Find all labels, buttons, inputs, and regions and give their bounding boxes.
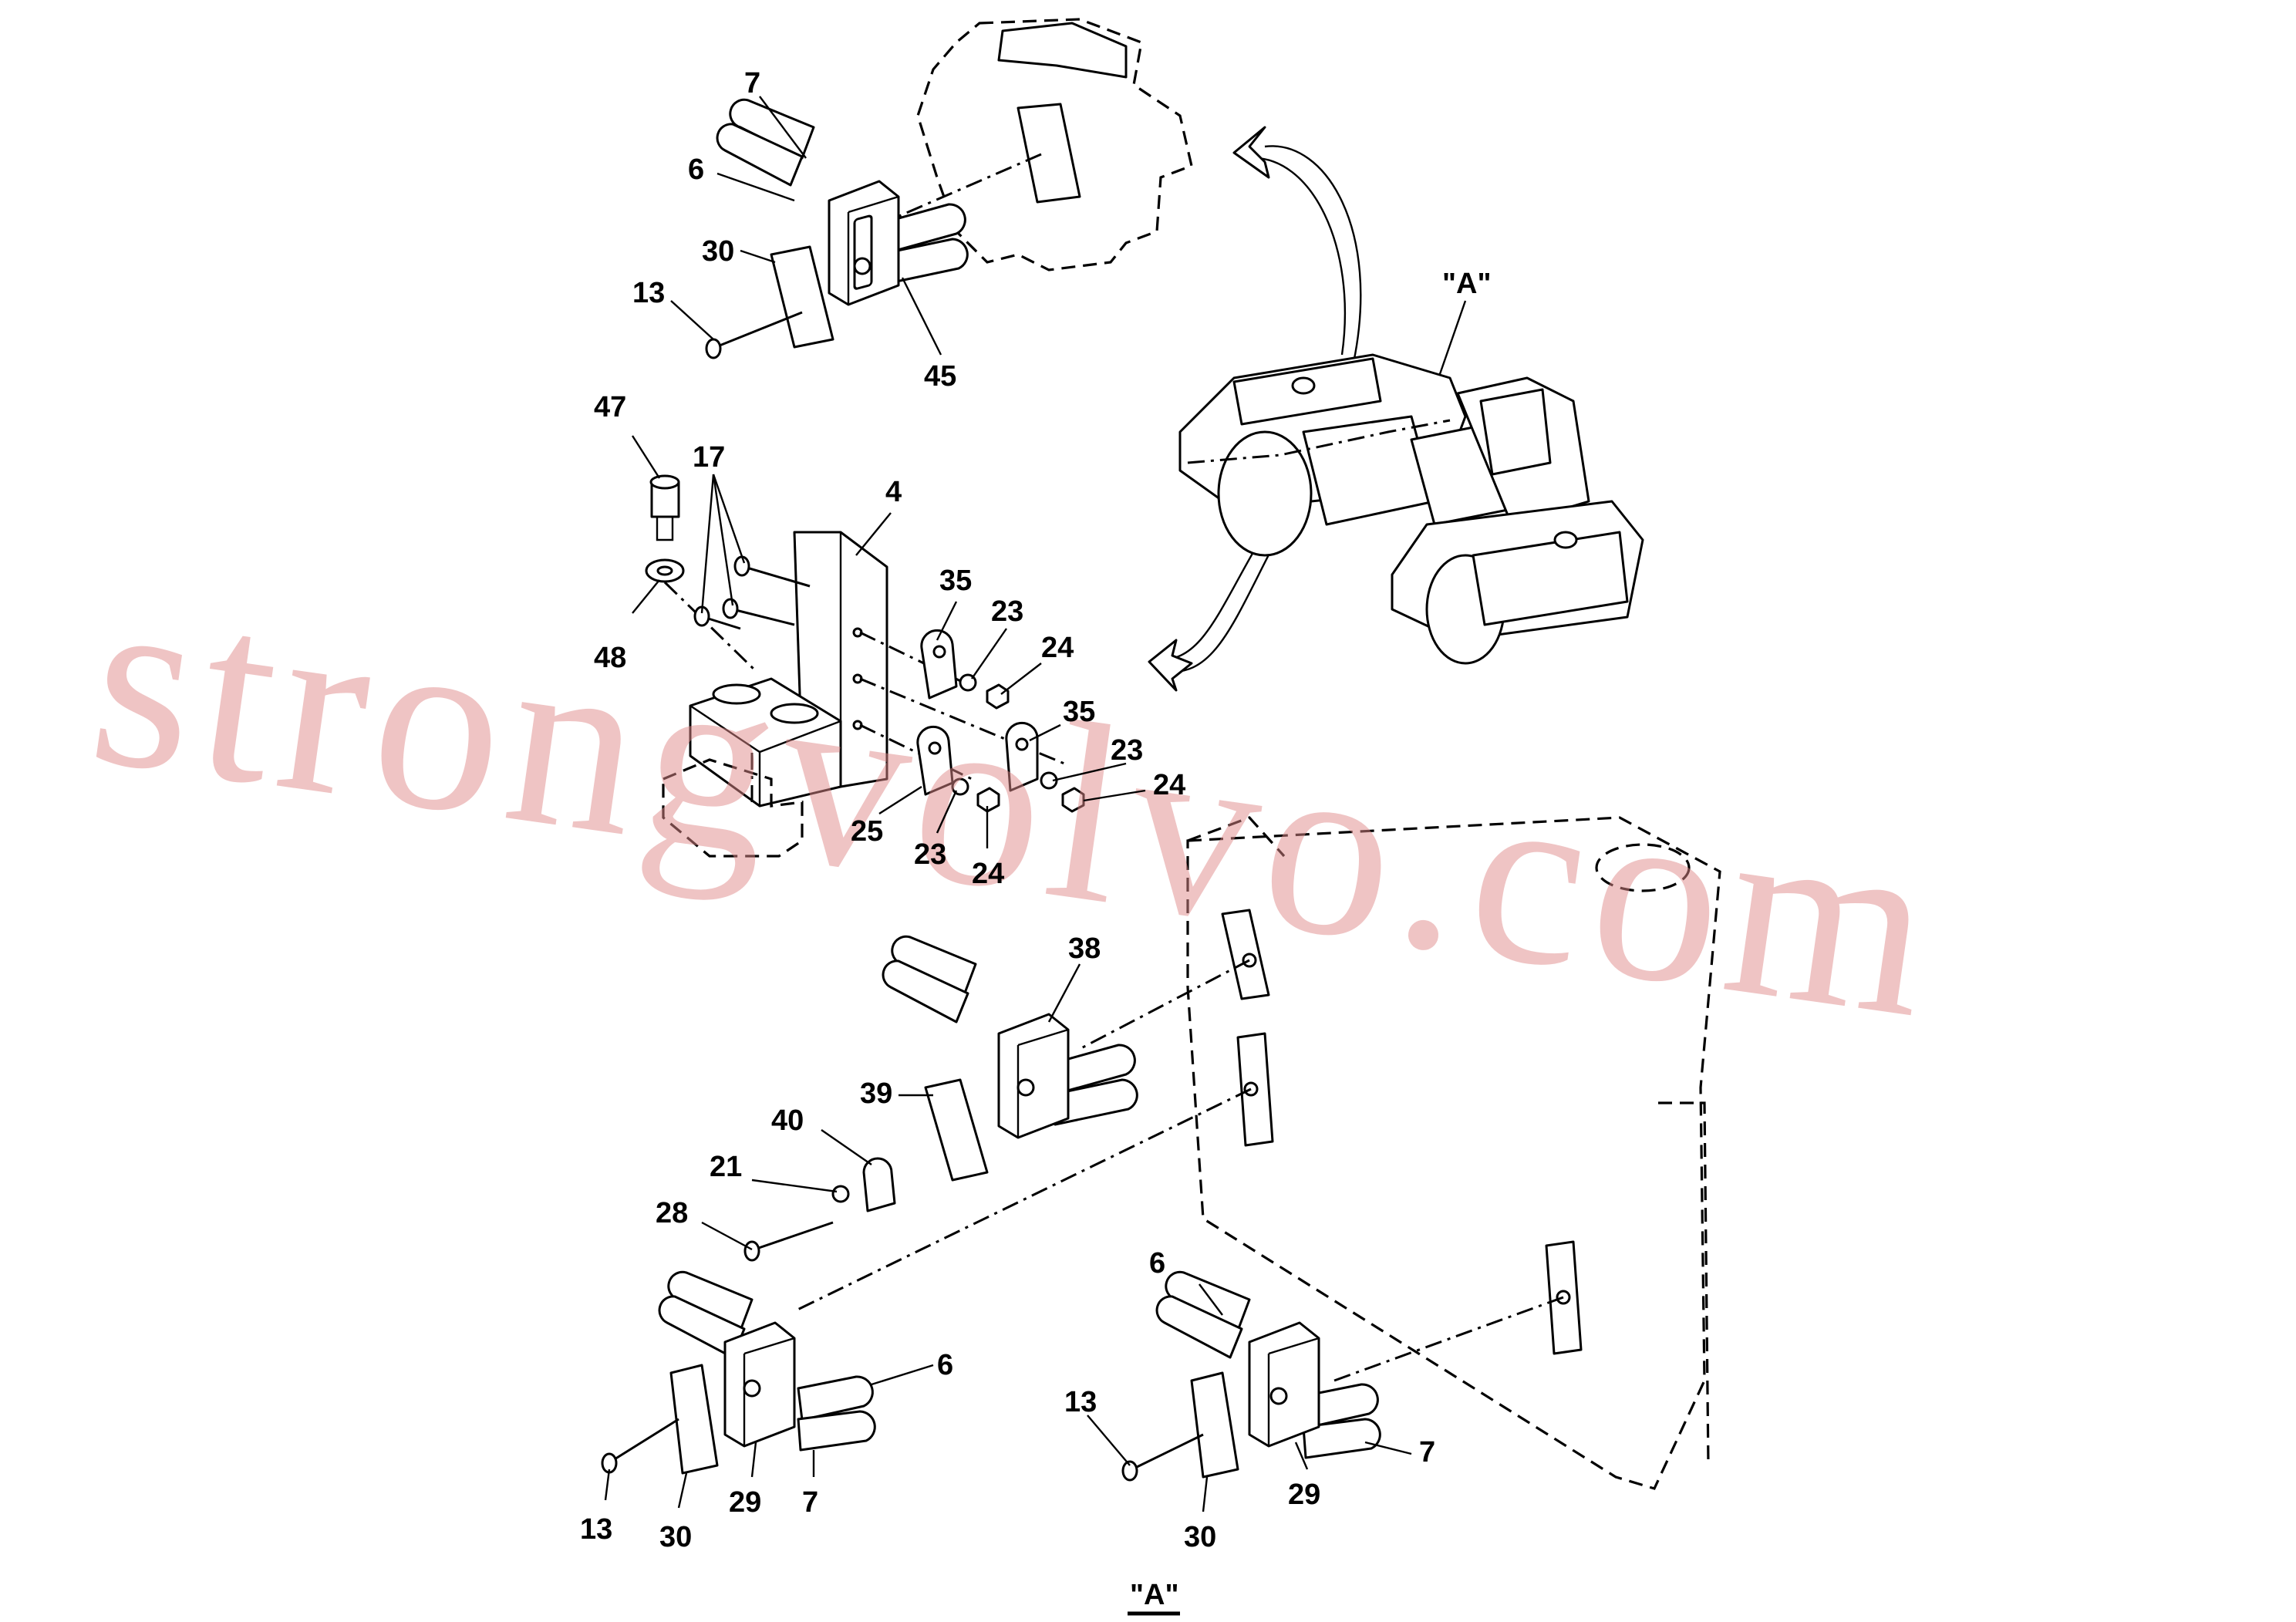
callout-28: 28	[656, 1197, 688, 1229]
callout-29-left: 29	[729, 1486, 761, 1519]
callout-30-left: 30	[659, 1521, 692, 1553]
callout-21: 21	[710, 1151, 742, 1183]
callout-24-upper: 24	[1041, 632, 1074, 664]
callout-7-right: 7	[1419, 1436, 1435, 1469]
callout-25: 25	[851, 815, 883, 848]
view-a-marker: "A"	[1442, 268, 1491, 300]
callout-47: 47	[594, 391, 626, 423]
top-clamp-assembly	[705, 18, 1193, 359]
callout-40: 40	[771, 1104, 804, 1137]
callout-13-right: 13	[1064, 1386, 1097, 1418]
callout-7: 7	[744, 67, 760, 99]
callout-labels: 7 6 30 13 45 47 17 4 48 35 23 24 35 23 2…	[580, 67, 1491, 1616]
callout-35-upper: 35	[939, 565, 972, 597]
clamp-38-assembly	[743, 935, 1138, 1262]
callout-30-right: 30	[1184, 1521, 1216, 1553]
clamp-lower-right-assembly	[1121, 1270, 1381, 1482]
callout-24-bottom: 24	[972, 858, 1004, 890]
callout-6-left: 6	[937, 1349, 953, 1381]
leader-lines	[604, 96, 1412, 1512]
callout-29-right: 29	[1288, 1479, 1320, 1511]
callout-48: 48	[594, 642, 626, 674]
bolt-17-group	[693, 555, 811, 630]
p-clip-35-upper	[920, 629, 1010, 710]
callout-38: 38	[1068, 932, 1101, 965]
bracket-assembly	[645, 474, 1085, 858]
callout-23-bottom: 23	[914, 838, 946, 871]
callout-23-lower: 23	[1111, 734, 1143, 767]
roller-machine-overview	[1178, 353, 1644, 665]
callout-30: 30	[702, 235, 734, 268]
clamp-lower-left-assembly	[601, 1270, 876, 1475]
callout-35-lower: 35	[1063, 696, 1095, 728]
callout-7-left: 7	[802, 1486, 818, 1519]
callout-39: 39	[860, 1077, 892, 1110]
callout-13: 13	[632, 277, 665, 309]
mounting-plate-assembly	[794, 816, 1721, 1490]
callout-6: 6	[688, 153, 704, 186]
view-a-caption: "A"	[1130, 1579, 1178, 1611]
callout-17: 17	[693, 441, 725, 474]
callout-4: 4	[885, 476, 902, 508]
callout-24-lower: 24	[1153, 769, 1185, 801]
callout-6-right: 6	[1149, 1247, 1165, 1280]
callout-13-left: 13	[580, 1513, 612, 1546]
callout-45: 45	[924, 360, 956, 393]
callout-23-upper: 23	[991, 595, 1023, 628]
